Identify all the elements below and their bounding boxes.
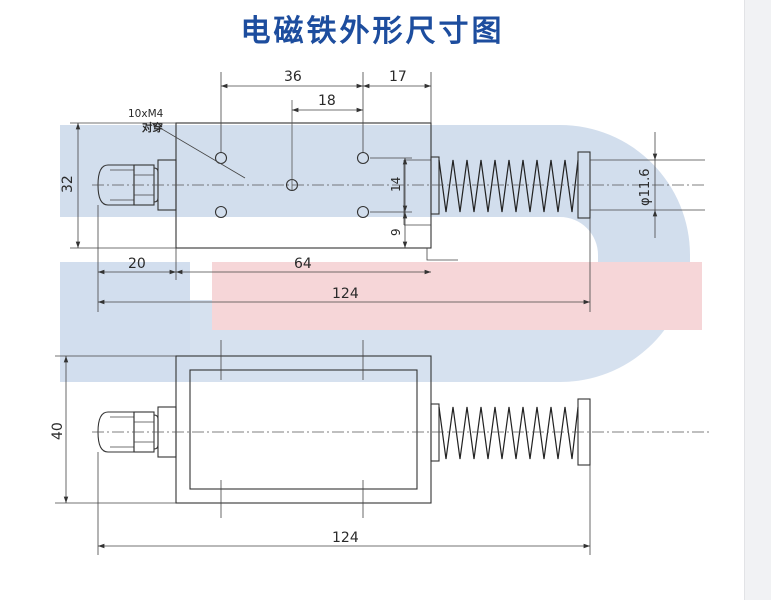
dim-124-top: 124	[332, 286, 359, 302]
mount-hole	[356, 205, 370, 219]
spring-collar	[430, 156, 440, 215]
spring	[438, 159, 579, 213]
dim-40: 40	[50, 422, 66, 440]
scrollbar[interactable]	[744, 0, 771, 600]
mount-hole	[214, 205, 228, 219]
dim-124-side: 124	[332, 530, 359, 546]
dim-64: 64	[294, 256, 312, 272]
dim-spring-diameter: φ11.6	[638, 168, 653, 206]
mount-hole	[356, 151, 370, 165]
solenoid-dimension-drawing: 10xM4 对穿 36 17 18 32 14 9	[50, 69, 710, 555]
hole-note-sub: 对穿	[142, 121, 163, 134]
dim-36: 36	[284, 69, 302, 85]
dim-32: 32	[60, 175, 76, 193]
frame-inner	[189, 369, 418, 490]
top-view: 10xM4 对穿 36 17 18 32 14 9	[60, 69, 705, 312]
watermark-top-arc	[60, 125, 690, 262]
watermark-logo	[60, 125, 702, 383]
dim-17: 17	[389, 69, 407, 85]
dim-18: 18	[318, 93, 336, 109]
dim-20: 20	[128, 256, 146, 272]
dim-9: 9	[389, 228, 403, 236]
hole-note: 10xM4	[128, 108, 164, 120]
dim-14: 14	[389, 177, 403, 192]
diagram-title: 电磁铁外形尺寸图	[240, 14, 505, 49]
side-view: 40 124	[50, 340, 710, 555]
